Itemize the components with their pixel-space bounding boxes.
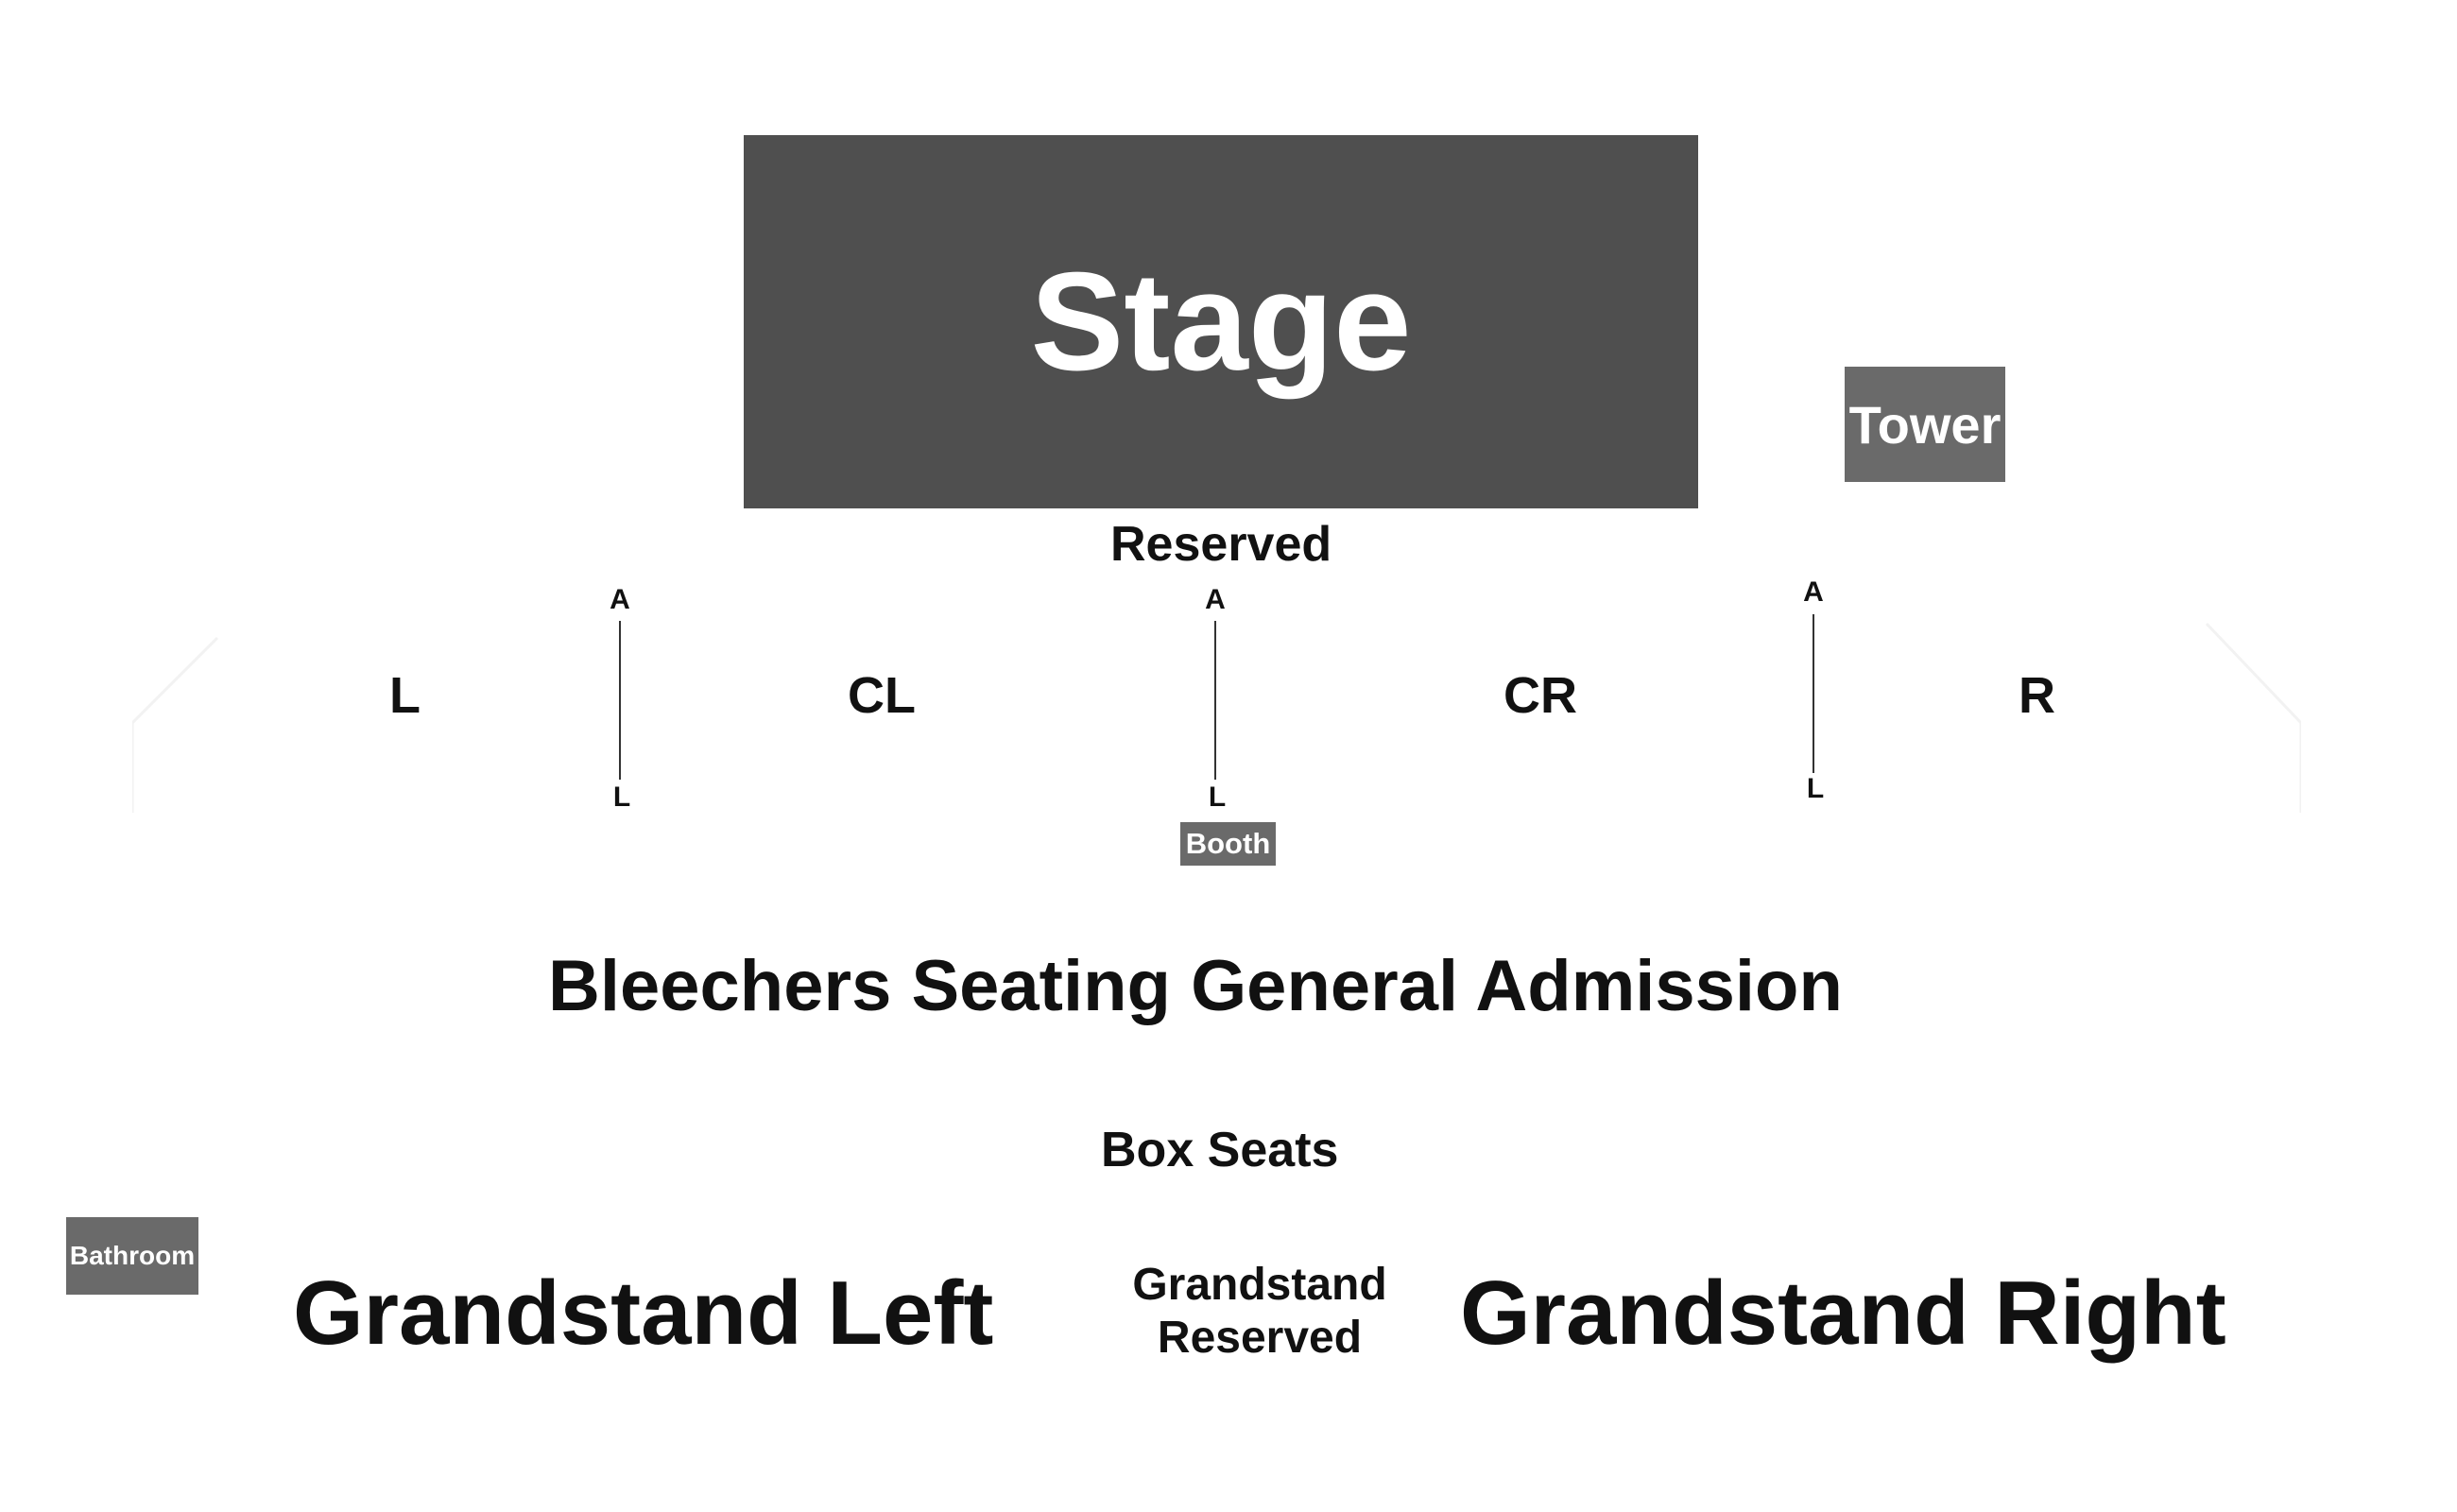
grandstand-reserved-line2: Reserved <box>1157 1313 1363 1363</box>
grandstand-reserved-label[interactable]: Grandstand Reserved <box>1115 1259 1404 1365</box>
bathroom-marker[interactable]: Bathroom <box>66 1217 198 1295</box>
section-right-label[interactable]: R <box>2019 667 2055 724</box>
box-seats-section-label[interactable]: Box Seats <box>1101 1123 1339 1177</box>
bleachers-section-label[interactable]: Bleechers Seating General Admission <box>548 946 1843 1026</box>
aisle-2-line <box>1214 621 1216 780</box>
booth-marker[interactable]: Booth <box>1180 822 1276 866</box>
bleacher-outline <box>132 622 2301 813</box>
bathroom-label: Bathroom <box>69 1241 196 1270</box>
aisle-1-top-letter: A <box>610 584 630 615</box>
aisle-3-top-letter: A <box>1803 576 1824 608</box>
grandstand-reserved-line1: Grandstand <box>1132 1260 1387 1310</box>
grandstand-left-label[interactable]: Grandstand Left <box>293 1263 994 1364</box>
tower-marker[interactable]: Tower <box>1845 367 2005 482</box>
booth-label: Booth <box>1185 827 1271 860</box>
section-left-label[interactable]: L <box>389 667 421 724</box>
aisle-1-line <box>619 621 621 780</box>
aisle-2-bottom-letter: L <box>1208 782 1227 813</box>
section-center-right-label[interactable]: CR <box>1503 667 1577 724</box>
aisle-1-bottom-letter: L <box>612 782 631 813</box>
reserved-section-label[interactable]: Reserved <box>1110 517 1332 572</box>
aisle-2-top-letter: A <box>1205 584 1226 615</box>
stage[interactable]: Stage <box>744 135 1698 508</box>
tower-label: Tower <box>1848 394 2002 455</box>
section-center-left-label[interactable]: CL <box>848 667 916 724</box>
grandstand-right-label[interactable]: Grandstand Right <box>1460 1263 2226 1364</box>
stage-label: Stage <box>1030 243 1412 400</box>
aisle-3-bottom-letter: L <box>1806 773 1825 804</box>
aisle-3-line <box>1813 614 1814 773</box>
